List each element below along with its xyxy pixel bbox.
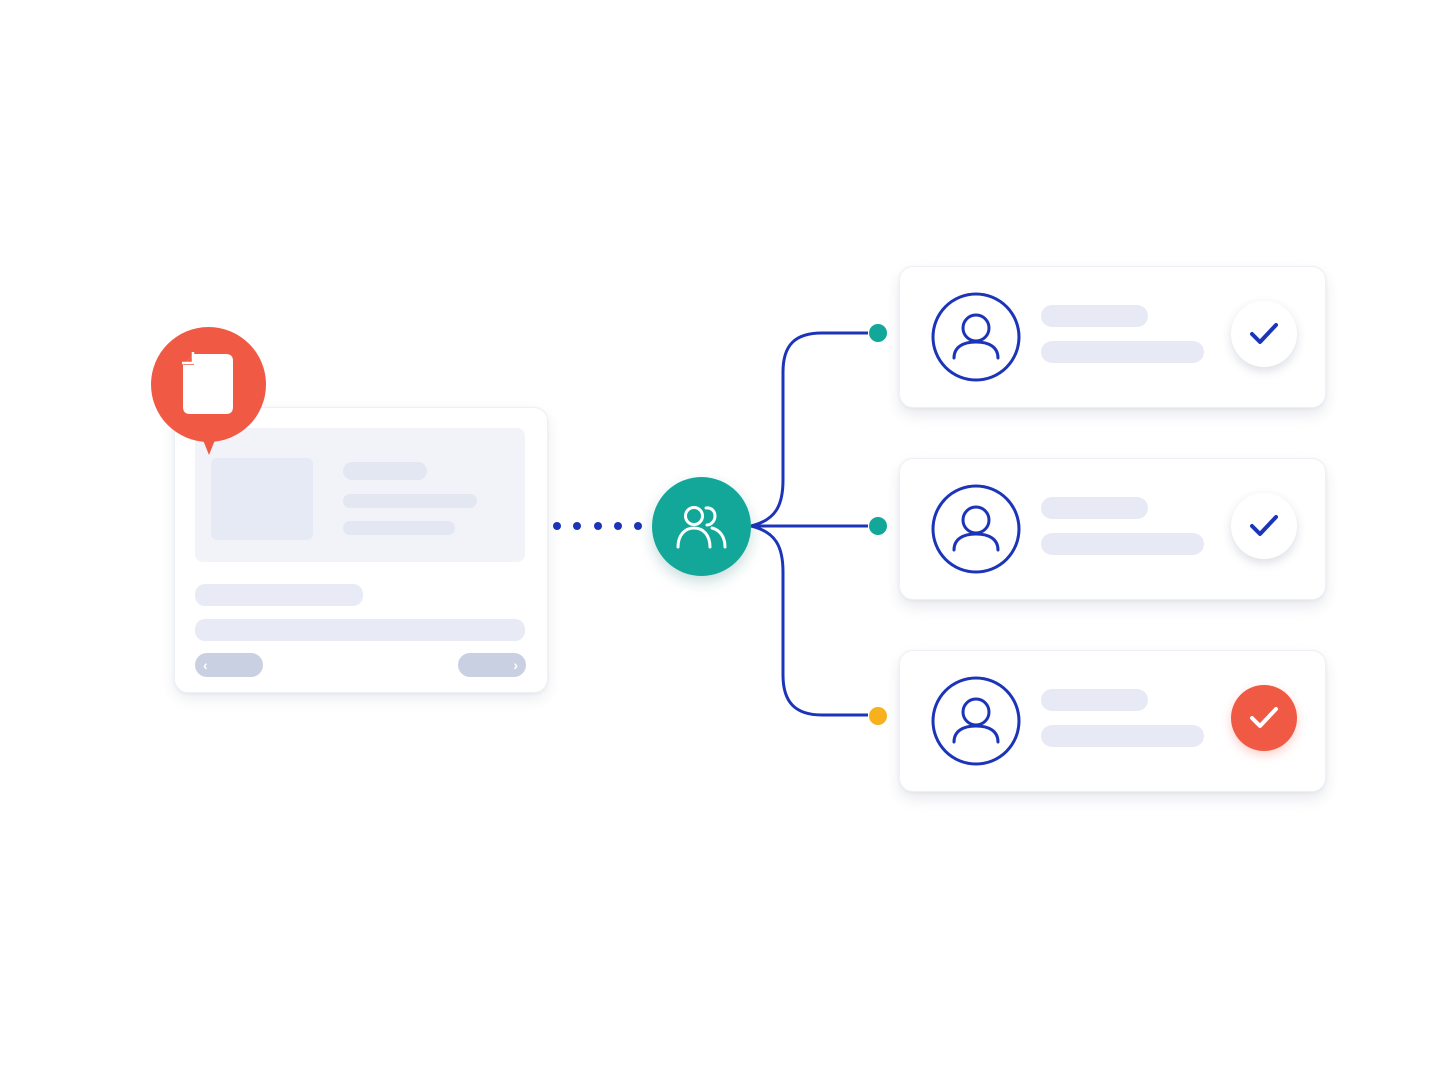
- placeholder-body-line: [195, 619, 525, 641]
- placeholder-heading-line: [195, 584, 363, 606]
- document-card[interactable]: ‹ ›: [174, 407, 548, 693]
- placeholder-detail-line: [1041, 533, 1204, 555]
- placeholder-name-line: [1041, 497, 1148, 519]
- user-icon: [931, 292, 1021, 382]
- status-check-badge[interactable]: [1231, 493, 1297, 559]
- connector-dot-teal: [869, 517, 887, 535]
- document-pin-badge: [151, 327, 266, 455]
- placeholder-detail-line: [1041, 725, 1204, 747]
- users-group-icon: [676, 506, 727, 549]
- recipient-card[interactable]: [899, 650, 1326, 792]
- next-button[interactable]: ›: [458, 653, 526, 677]
- team-hub-node[interactable]: [652, 477, 751, 576]
- recipient-card[interactable]: [899, 458, 1326, 600]
- branch-line-bottom: [750, 524, 868, 717]
- recipient-card[interactable]: [899, 266, 1326, 408]
- user-icon: [931, 484, 1021, 574]
- previous-button[interactable]: ‹: [195, 653, 263, 677]
- placeholder-text-line: [343, 521, 455, 535]
- placeholder-title-line: [343, 462, 427, 480]
- chevron-right-icon: ›: [513, 657, 518, 673]
- document-preview-panel: [195, 428, 525, 562]
- status-check-badge[interactable]: [1231, 301, 1297, 367]
- check-icon: [1250, 707, 1278, 728]
- connector-dot-amber: [869, 707, 887, 725]
- user-icon: [931, 676, 1021, 766]
- placeholder-name-line: [1041, 689, 1148, 711]
- document-thumbnail: [211, 458, 313, 540]
- dotted-connector: [553, 522, 642, 530]
- chevron-left-icon: ‹: [203, 657, 208, 673]
- branch-line-top: [750, 331, 868, 528]
- placeholder-detail-line: [1041, 341, 1204, 363]
- placeholder-name-line: [1041, 305, 1148, 327]
- status-check-badge-highlighted[interactable]: [1231, 685, 1297, 751]
- check-icon: [1250, 323, 1278, 344]
- placeholder-text-line: [343, 494, 477, 508]
- check-icon: [1250, 515, 1278, 536]
- connector-dot-teal: [869, 324, 887, 342]
- document-icon: [182, 352, 233, 414]
